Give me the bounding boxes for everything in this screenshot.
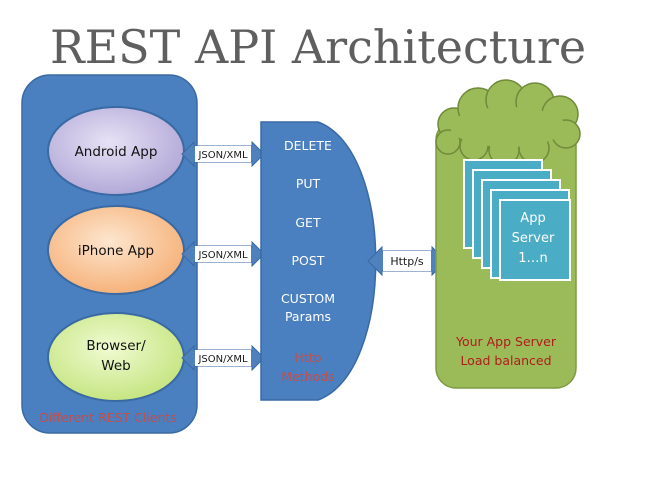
app-server-label-line1: App	[520, 211, 545, 226]
android-app-label: Android App	[75, 144, 158, 160]
json-xml-arrow-android-inner	[195, 146, 251, 162]
method-delete: DELETE	[284, 138, 332, 153]
clients-caption: Different REST Clients	[39, 410, 177, 425]
server-card-front	[499, 199, 571, 281]
method-post: POST	[292, 253, 325, 268]
browser-web-label-line2: Web	[101, 358, 130, 374]
json-xml-arrow-browser-inner	[195, 350, 251, 366]
iphone-app-ellipse	[47, 205, 185, 295]
method-put: PUT	[296, 176, 321, 191]
json-xml-arrow-iphone-inner	[195, 246, 251, 262]
http-methods-panel: DELETE PUT GET POST CUSTOM Params Http M…	[260, 121, 377, 401]
app-server-label-line2: Server	[512, 231, 555, 246]
https-label: Http/s	[390, 255, 424, 268]
cloud-icon	[435, 79, 581, 166]
iphone-app-label: iPhone App	[78, 243, 154, 259]
server-caption-line2: Load balanced	[460, 353, 551, 368]
json-xml-label-android: JSON/XML	[197, 150, 247, 161]
diagram-title: REST API Architecture	[50, 20, 586, 74]
browser-web-label-line1: Browser/	[86, 338, 146, 354]
http-methods-panel-background	[260, 121, 377, 401]
json-xml-label-browser: JSON/XML	[197, 354, 247, 365]
app-server-stack: App Server 1…n	[463, 159, 571, 281]
https-arrow-inner	[383, 251, 431, 271]
http-arrow: Http/s	[367, 245, 447, 277]
app-server-label-line3: 1…n	[518, 251, 548, 266]
http-methods-caption-line2: Methods	[281, 369, 334, 384]
method-custom-line1: CUSTOM	[281, 291, 335, 306]
browser-web-ellipse	[47, 312, 185, 402]
method-custom-line2: Params	[285, 309, 331, 324]
android-app-ellipse	[47, 106, 185, 196]
http-methods-caption-line1: Http	[294, 350, 321, 365]
server-panel: App Server 1…n Your App Server Load bala…	[435, 79, 581, 389]
server-caption-line1: Your App Server	[455, 334, 557, 349]
method-get: GET	[295, 215, 321, 230]
clients-panel: Android App iPhone App Browser/ Web Diff…	[21, 74, 198, 434]
json-xml-label-iphone: JSON/XML	[197, 250, 247, 261]
